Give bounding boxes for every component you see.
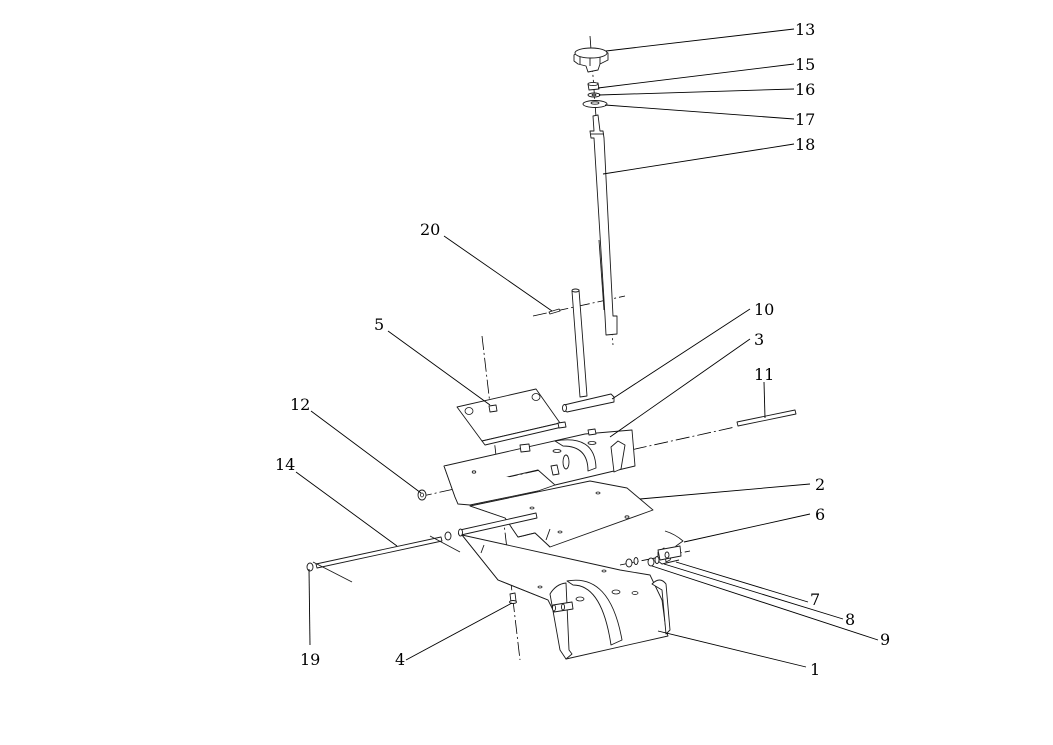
- part-17-flat-washer: [582, 100, 608, 108]
- leader-3: [609, 338, 751, 438]
- leader-14: [295, 471, 398, 547]
- leader-13: [605, 28, 795, 52]
- callout-15: 15: [795, 55, 815, 74]
- callout-6: 6: [815, 505, 825, 524]
- part-6-clamp: [657, 530, 684, 565]
- part-1-base-housing: [461, 534, 671, 660]
- part-12-nut: [417, 489, 427, 501]
- leader-10: [611, 308, 751, 400]
- callout-13: 13: [795, 20, 815, 39]
- callout-12: 12: [290, 395, 310, 414]
- leader-2: [639, 483, 811, 500]
- part-20-pin: [548, 308, 561, 315]
- leader-8: [663, 563, 844, 620]
- leader-6: [683, 513, 811, 543]
- leader-19: [308, 568, 311, 646]
- callout-4: 4: [395, 650, 405, 669]
- callout-5: 5: [374, 315, 384, 334]
- leader-12: [310, 410, 422, 494]
- callout-17: 17: [795, 110, 815, 129]
- leader-9: [651, 565, 879, 641]
- callout-20: 20: [420, 220, 440, 239]
- leader-11: [763, 381, 766, 419]
- callout-11: 11: [754, 365, 774, 384]
- callout-18: 18: [795, 135, 815, 154]
- callout-16: 16: [795, 80, 815, 99]
- leader-lines: [295, 28, 879, 668]
- part-16-washer: [587, 92, 601, 98]
- leader-17: [604, 104, 795, 120]
- leader-15: [597, 63, 795, 89]
- part-13-knob: [573, 47, 609, 73]
- part-2-lower-plate: [469, 480, 654, 548]
- callout-9: 9: [880, 630, 890, 649]
- callout-7: 7: [810, 590, 820, 609]
- parts-7-8-9-fasteners: [625, 556, 660, 568]
- callout-labels: 13 15 16 17 18 20 10 5 3 11 12 14 2 6 7 …: [275, 20, 890, 679]
- leader-7: [675, 561, 809, 603]
- callout-8: 8: [845, 610, 855, 629]
- part-4-bolt: [480, 544, 517, 604]
- part-5-upper-plate: [456, 388, 567, 446]
- part-14-shaft: [312, 512, 538, 583]
- callout-14: 14: [275, 455, 295, 474]
- part-10-t-lever: [562, 288, 615, 413]
- leader-20: [443, 235, 553, 312]
- callout-19: 19: [300, 650, 320, 669]
- part-15-nut: [587, 81, 600, 91]
- callout-3: 3: [754, 330, 764, 349]
- part-19-nut: [306, 562, 314, 572]
- callout-10: 10: [754, 300, 774, 319]
- part-3-middle-bracket: [443, 428, 636, 506]
- leader-18: [602, 143, 795, 175]
- part-18-rod: [589, 114, 618, 336]
- leader-16: [598, 88, 795, 96]
- leader-4: [405, 602, 513, 661]
- callout-1: 1: [810, 660, 820, 679]
- leader-5: [387, 330, 491, 406]
- part-11-bar: [736, 409, 797, 427]
- callout-2: 2: [815, 475, 825, 494]
- leader-1: [657, 630, 807, 668]
